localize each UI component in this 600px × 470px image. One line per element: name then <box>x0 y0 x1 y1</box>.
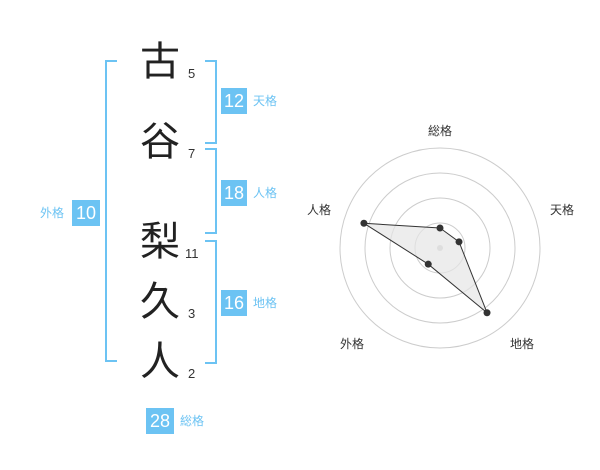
radar-axis-label-gaikaku: 外格 <box>340 337 365 351</box>
radar-point-4 <box>360 219 368 227</box>
chikaku-badge: 16 <box>221 290 247 316</box>
radar-point-2 <box>483 309 491 317</box>
tenkaku-label: 天格 <box>253 94 278 108</box>
stroke-count-2: 7 <box>188 146 196 161</box>
radar-ring <box>364 172 516 324</box>
name-char-3: 梨 <box>140 219 180 265</box>
gaikaku-badge: 10 <box>72 200 100 226</box>
jinkaku-label: 人格 <box>253 186 278 200</box>
stroke-count-3: 11 <box>185 246 199 261</box>
chikaku-bracket <box>205 240 217 364</box>
gaikaku-label: 外格 <box>40 206 65 220</box>
radar-axis-label-chikaku: 地格 <box>510 337 535 351</box>
name-char-5: 人 <box>140 339 180 385</box>
radar-ring <box>389 197 491 299</box>
radar-point-3 <box>424 260 432 268</box>
jinkaku-bracket <box>205 148 217 234</box>
name-char-1: 古 <box>140 39 180 85</box>
jinkaku-badge: 18 <box>221 180 247 206</box>
gaikaku-bracket-top <box>105 60 117 300</box>
radar-point-0 <box>436 224 444 232</box>
soukaku-badge: 28 <box>146 408 174 434</box>
stroke-count-5: 2 <box>188 366 196 381</box>
stroke-count-4: 3 <box>188 306 196 321</box>
radar-axis-label-soukaku: 総格 <box>428 124 453 138</box>
name-char-2: 谷 <box>140 119 180 165</box>
radar-axis-label-jinkaku: 人格 <box>307 203 332 217</box>
name-char-4: 久 <box>140 279 180 325</box>
radar-polygon <box>363 222 488 314</box>
chikaku-label: 地格 <box>253 296 278 310</box>
stroke-count-1: 5 <box>188 66 196 81</box>
gaikaku-bracket-bottom <box>105 298 117 362</box>
radar-point-1 <box>455 238 463 246</box>
soukaku-label: 総格 <box>180 414 205 428</box>
radar-ring <box>339 147 541 349</box>
radar-axis-label-tenkaku: 天格 <box>550 203 575 217</box>
tenkaku-bracket <box>205 60 217 144</box>
tenkaku-badge: 12 <box>221 88 247 114</box>
